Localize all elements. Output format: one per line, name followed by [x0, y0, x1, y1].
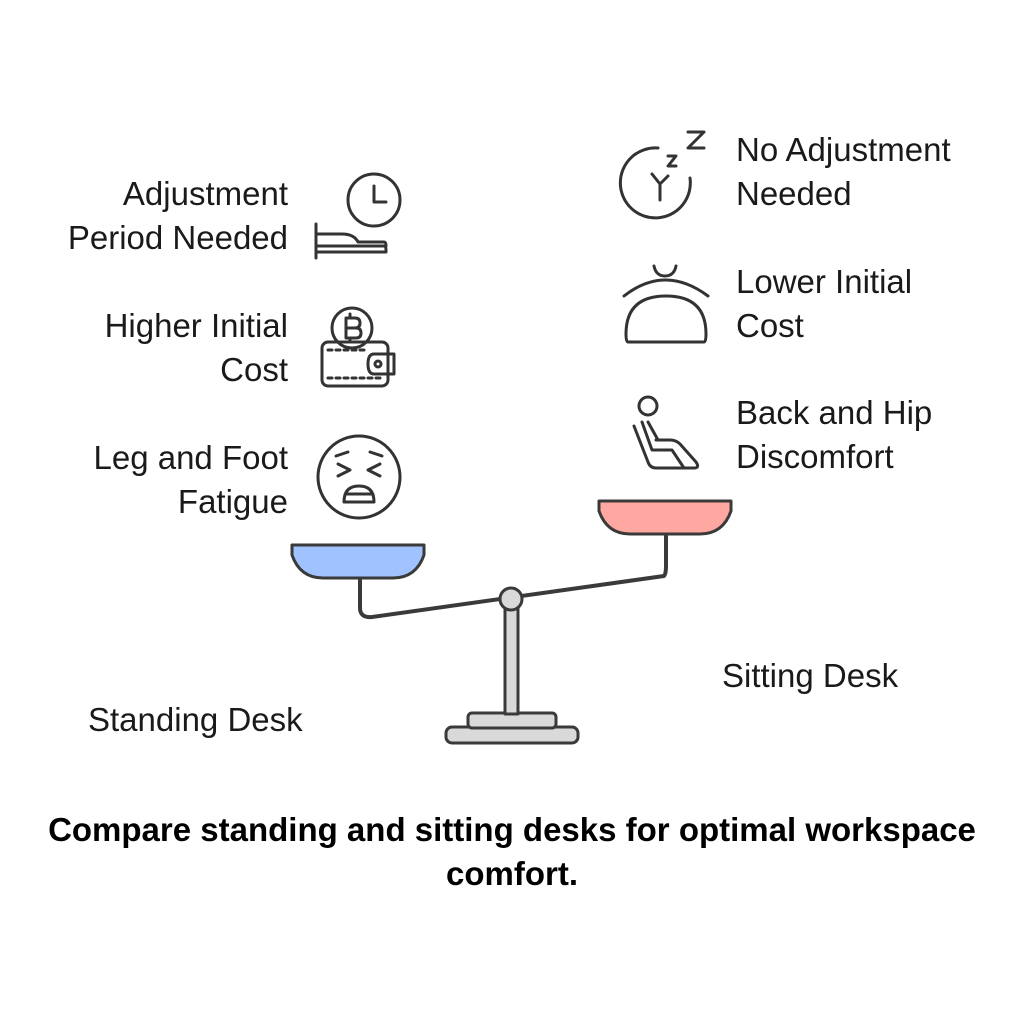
sitting-desk-title: Sitting Desk: [722, 657, 899, 694]
leg-and-foot-fatigue-label: Leg and Foot Fatigue: [93, 439, 289, 520]
no-adjustment-needed-label: No Adjustment Needed: [736, 131, 951, 212]
back-and-hip-discomfort-label: Back and Hip Discomfort: [736, 394, 933, 475]
higher-initial-cost-label: Higher Initial Cost: [104, 307, 288, 388]
cloche-icon: [622, 264, 710, 344]
bitcoin-wallet-icon: [320, 306, 396, 388]
reclining-person-icon: [632, 395, 700, 470]
left-pan: [290, 543, 426, 580]
adjustment-period-needed-label: Adjustment Period Needed: [67, 175, 288, 256]
tired-face-icon: [316, 434, 402, 520]
bed-clock-icon: [314, 172, 402, 260]
lower-initial-cost-label: Lower Initial Cost: [736, 263, 913, 344]
sleeping-clock-icon: [618, 130, 706, 220]
scale-pivot: [498, 586, 524, 612]
scale-pole: [503, 602, 520, 716]
right-pan: [597, 499, 733, 536]
caption: Compare standing and sitting desks for o…: [48, 811, 976, 892]
standing-desk-title: Standing Desk: [88, 701, 303, 738]
